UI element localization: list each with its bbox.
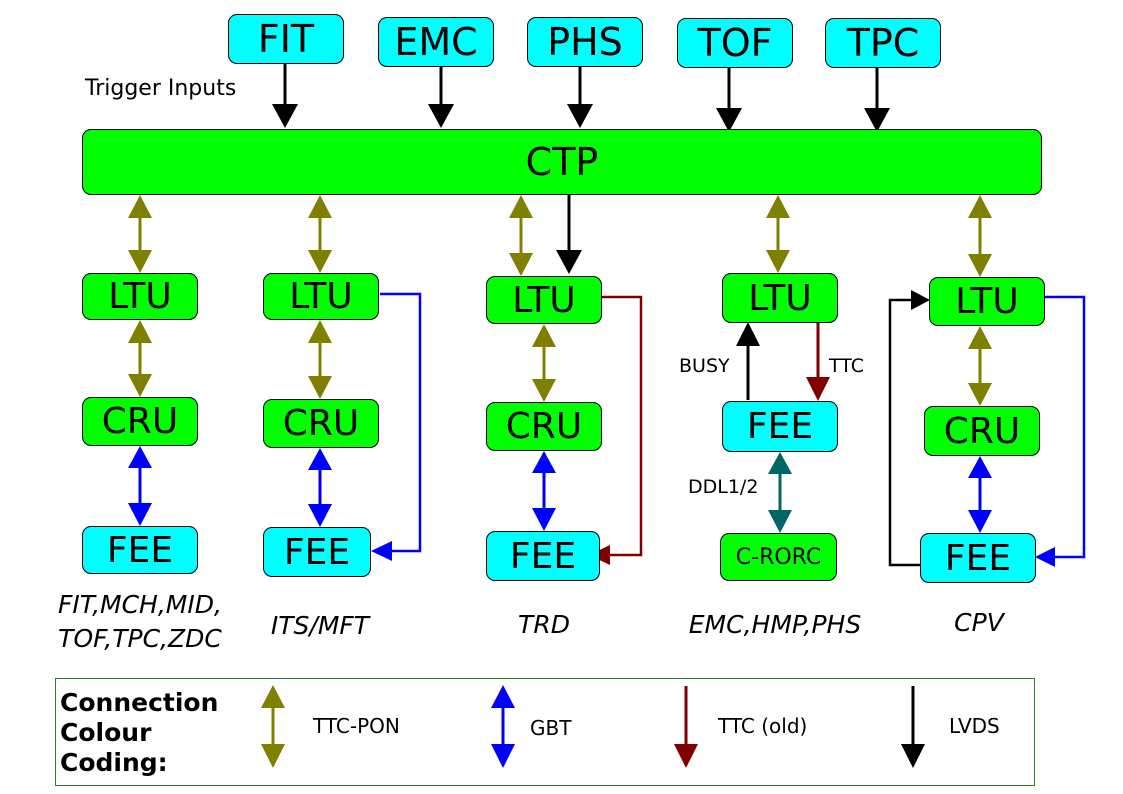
fee-box-col1: FEE — [82, 526, 198, 574]
trigger-input-tof: TOF — [677, 18, 793, 68]
ltu-box-col4: LTU — [722, 273, 838, 323]
legend-item-lvds: LVDS — [949, 714, 1000, 738]
trigger-input-emc: EMC — [378, 17, 494, 67]
legend-ttc-old-arrow — [674, 686, 698, 768]
fee-box-col2: FEE — [263, 527, 371, 577]
detector-list-col1-line2: TOF,TPC,ZDC — [58, 624, 222, 653]
ctp-ltu-arrows — [128, 195, 992, 277]
detector-list-col5: CPV — [954, 608, 1004, 637]
detector-list-col1-line1: FIT,MCH,MID, — [58, 590, 222, 619]
cru-box-col5: CRU — [924, 406, 1040, 456]
legend-title-line3: Coding: — [60, 748, 168, 777]
detector-list-col1: FIT,MCH,MID, TOF,TPC,ZDC — [38, 588, 242, 656]
its-gbt-loop — [371, 292, 422, 561]
legend-title: Connection Colour Coding: — [60, 688, 218, 778]
emc-ttc-arrow — [806, 323, 830, 401]
legend-lvds-arrow — [901, 686, 925, 768]
ltu-box-col2: LTU — [263, 273, 379, 320]
legend-item-ttc-old: TTC (old) — [718, 714, 808, 738]
ltu-box-col5: LTU — [929, 277, 1045, 326]
fee-box-col3: FEE — [486, 531, 600, 581]
cru-box-col2: CRU — [263, 399, 379, 448]
detector-list-col2: ITS/MFT — [270, 611, 370, 640]
emc-busy-arrow — [736, 322, 760, 400]
ltu-box-col1: LTU — [82, 273, 198, 320]
ddl-label: DDL1/2 — [688, 476, 759, 498]
ctp-box: CTP — [82, 129, 1042, 195]
ctp-trd-lvds-arrow — [556, 195, 582, 274]
ltu-box-col3: LTU — [486, 276, 602, 324]
legend-box — [55, 678, 1035, 786]
fee-box-col4: FEE — [722, 401, 838, 452]
emc-ddl-arrow — [768, 452, 792, 533]
ttc-label: TTC — [829, 355, 865, 377]
crorc-box: C-RORC — [720, 533, 837, 581]
legend-gbt-arrow — [491, 685, 515, 768]
trigger-input-tpc: TPC — [825, 18, 941, 68]
legend-item-gbt: GBT — [530, 716, 572, 740]
legend-title-line1: Connection — [60, 688, 219, 717]
busy-label: BUSY — [679, 355, 730, 377]
cpv-gbt-loop — [1035, 295, 1086, 567]
legend-ttc-pon-arrow — [261, 685, 285, 768]
legend-item-ttc-pon: TTC-PON — [313, 714, 400, 738]
trigger-input-phs: PHS — [527, 17, 643, 67]
legend-title-line2: Colour — [60, 718, 152, 747]
cru-fee-arrows — [128, 446, 992, 533]
trigger-input-fit: FIT — [228, 14, 344, 64]
cru-box-col3: CRU — [486, 402, 602, 451]
detector-list-col4: EMC,HMP,PHS — [688, 610, 862, 639]
cru-box-col1: CRU — [82, 397, 198, 446]
trigger-input-arrows — [272, 64, 890, 132]
detector-list-col3: TRD — [518, 610, 570, 639]
cpv-lvds-loop — [888, 290, 930, 567]
trigger-inputs-label: Trigger Inputs — [85, 76, 237, 101]
ltu-cru-arrows — [128, 320, 992, 406]
fee-box-col5: FEE — [920, 533, 1036, 583]
